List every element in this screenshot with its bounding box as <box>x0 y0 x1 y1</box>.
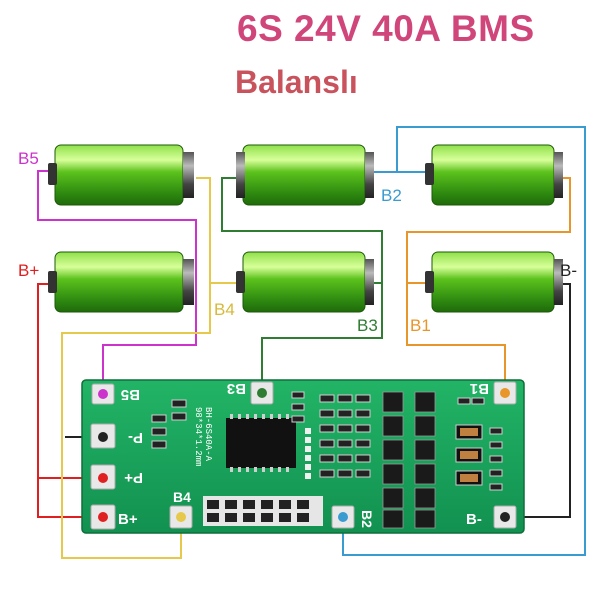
pad-b1-dot <box>500 388 510 398</box>
label-b1: B1 <box>410 316 431 335</box>
wire-b1-lower <box>406 283 506 393</box>
pcb-label-b1: B1 <box>470 380 489 397</box>
pcb-label-b3: B3 <box>227 380 246 397</box>
page-title: 6S 24V 40A BMS <box>237 8 535 49</box>
pcb-label-b5: B5 <box>121 386 140 403</box>
wire-b3-lower <box>261 283 383 393</box>
pad-b3-dot <box>257 388 267 398</box>
pcb-mosfets <box>382 391 436 529</box>
pad-bplus-dot <box>98 512 108 522</box>
pcb-label-bplus: B+ <box>118 511 138 528</box>
wire-bplus <box>37 283 103 518</box>
pcb-ic-pins <box>230 414 289 472</box>
pcb-label-pplus: P+ <box>124 469 143 486</box>
battery-cell-1 <box>48 144 194 206</box>
pcb-model-text: BH-6S40A-A <box>203 407 213 462</box>
wire-b4-upper <box>196 177 238 284</box>
pcb-balance-resistors <box>203 496 323 526</box>
wire-bminus <box>505 283 571 518</box>
pcb-label-b4: B4 <box>173 489 191 505</box>
pad-b2-dot <box>338 512 348 522</box>
wire-b4-lower <box>61 283 211 559</box>
pcb-label-bminus: B- <box>466 511 482 528</box>
pad-pminus-dot <box>98 432 108 442</box>
bms-pcb: B5 P- P+ B+ B3 B1 B4 B2 B- BH-6S40A-A 98… <box>81 379 525 534</box>
pcb-size-text: 98*34*1.2mm <box>193 407 203 466</box>
pcb-label-pminus: P- <box>128 429 143 446</box>
wire-b3-upper <box>221 177 383 284</box>
label-b2: B2 <box>381 186 402 205</box>
wire-b1 <box>406 177 571 284</box>
label-b5: B5 <box>18 149 39 168</box>
pad-b5-dot <box>98 389 108 399</box>
battery-cell-2 <box>236 144 374 206</box>
battery-cell-5 <box>236 251 374 313</box>
pcb-right-smd <box>457 397 503 491</box>
pcb-label-b2: B2 <box>359 510 375 528</box>
pcb-pin-strip <box>305 428 311 479</box>
battery-cell-4 <box>48 251 194 313</box>
pad-bminus-dot <box>500 512 510 522</box>
label-bminus: B- <box>560 261 577 280</box>
label-b3: B3 <box>357 316 378 335</box>
battery-cell-6 <box>425 251 563 313</box>
wire-b5 <box>37 170 197 393</box>
pad-pplus-dot <box>98 473 108 483</box>
page-subtitle: Balanslı <box>235 64 358 100</box>
label-b4: B4 <box>214 300 235 319</box>
pcb-sense-resistors <box>455 424 483 486</box>
label-bplus: B+ <box>18 261 39 280</box>
battery-cell-3 <box>425 144 563 206</box>
pcb-ic-chip <box>226 418 296 468</box>
pad-b4-dot <box>176 512 186 522</box>
pcb-smd-components <box>151 391 371 478</box>
